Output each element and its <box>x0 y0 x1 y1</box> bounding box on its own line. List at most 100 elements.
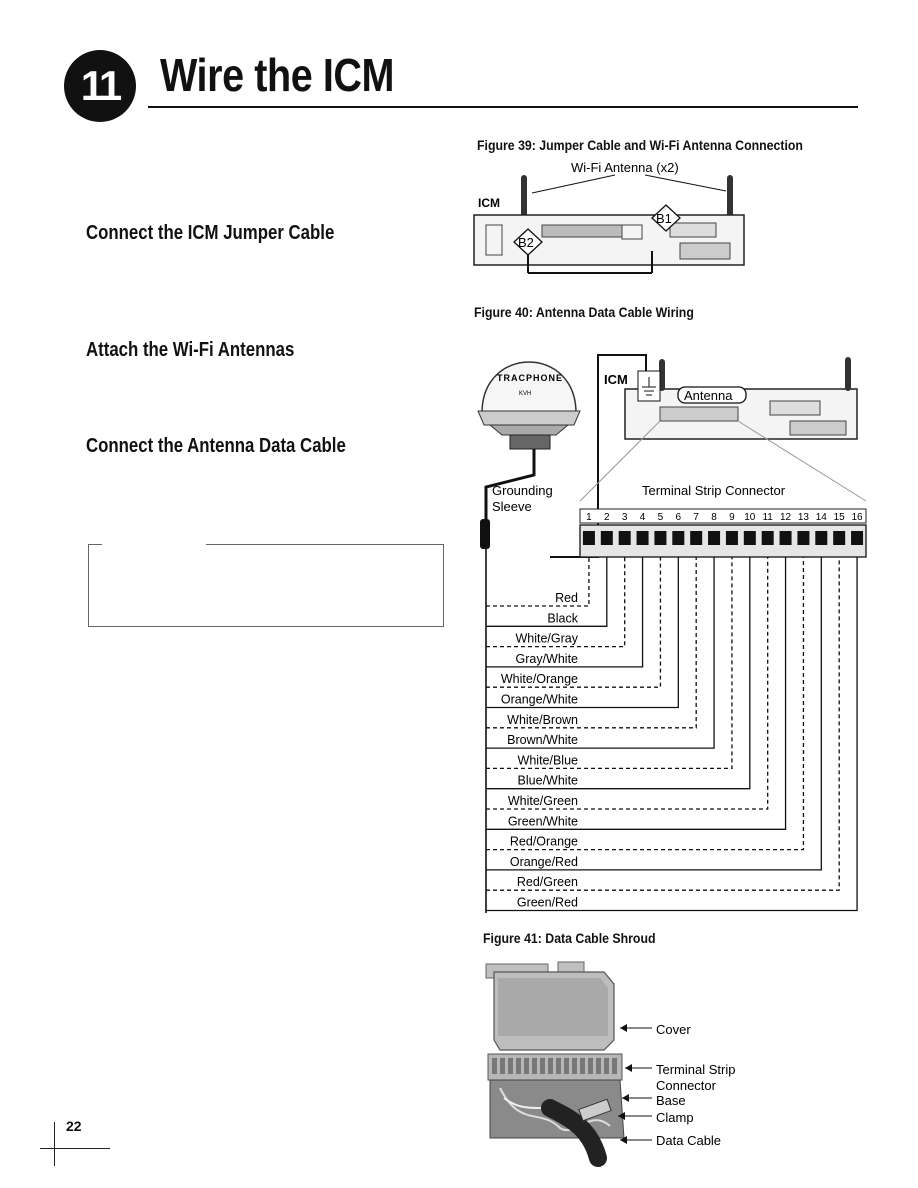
callout-base: Base <box>656 1093 686 1108</box>
wire-line <box>486 557 733 770</box>
photo-terminal-slot <box>572 1058 577 1074</box>
heading-connect-data-cable: Connect the Antenna Data Cable <box>86 435 346 457</box>
wire-color-label: White/Blue <box>518 753 578 767</box>
photo-terminal-slot <box>564 1058 569 1074</box>
terminal-strip-label: Terminal Strip Connector <box>642 483 786 498</box>
wire-line <box>486 557 840 891</box>
antenna-callout-label: Antenna <box>684 388 733 403</box>
terminal-pin <box>618 531 631 545</box>
terminal-pin <box>779 531 792 545</box>
heading-attach-antennas: Attach the Wi-Fi Antennas <box>86 339 295 361</box>
pin-number: 2 <box>604 512 610 523</box>
note-box-top-right <box>206 544 443 545</box>
wire-color-label: Red/Orange <box>510 835 578 849</box>
photo-terminal-slot <box>516 1058 521 1074</box>
terminal-pin <box>815 531 828 545</box>
wifi-antenna-right <box>727 175 733 227</box>
crop-mark-horizontal <box>40 1148 110 1149</box>
chapter-number-badge: 11 <box>64 50 136 122</box>
callout-data-cable: Data Cable <box>656 1133 721 1148</box>
wire-line <box>486 557 679 709</box>
chapter-title: Wire the ICM <box>160 49 395 101</box>
pin-number: 4 <box>640 512 646 523</box>
wire-color-label: Green/Red <box>517 896 578 910</box>
pin-number: 5 <box>658 512 664 523</box>
terminal-pin <box>654 531 667 545</box>
figure41-caption: Figure 41: Data Cable Shroud <box>483 930 656 946</box>
photo-terminal-slot <box>540 1058 545 1074</box>
cable-clamp <box>578 1098 612 1122</box>
dome-brand: TRACPHONE <box>497 373 563 383</box>
terminal-pin <box>761 531 774 545</box>
wire-line <box>486 557 662 688</box>
wire-color-label: Red <box>555 591 578 605</box>
icm-label: ICM <box>478 196 500 210</box>
photo-terminal-slot <box>492 1058 497 1074</box>
pin-number: 6 <box>676 512 682 523</box>
wire-color-label: Green/White <box>508 814 578 828</box>
terminal-pin <box>725 531 738 545</box>
pin-number: 7 <box>693 512 699 523</box>
wire-color-label: White/Gray <box>515 632 578 646</box>
terminal-pin <box>797 531 810 545</box>
heading-connect-jumper: Connect the ICM Jumper Cable <box>86 222 335 244</box>
grounding-sleeve <box>480 519 490 549</box>
page-number: 22 <box>66 1118 82 1134</box>
pin-number-row <box>579 508 867 524</box>
grounding-label-line1: Grounding <box>492 483 553 498</box>
note-box-top-left <box>88 544 102 545</box>
title-rule <box>148 106 858 108</box>
wire-line <box>486 557 715 749</box>
b1-label: B1 <box>656 211 672 226</box>
pin-number: 3 <box>622 512 628 523</box>
photo-terminal-slot <box>580 1058 585 1074</box>
callout-cover: Cover <box>656 1022 691 1037</box>
terminal-pin <box>582 531 595 545</box>
wire-line <box>486 557 590 607</box>
wifi-antenna-left <box>521 175 527 227</box>
wire-line <box>486 557 822 871</box>
wire-line <box>486 557 769 810</box>
pin-number: 12 <box>780 512 792 523</box>
dome-sub: KVH <box>519 391 531 397</box>
b2-marker <box>513 228 543 256</box>
wire-color-label: White/Orange <box>501 672 578 686</box>
wire-color-label: Red/Green <box>517 875 578 889</box>
icm-label: ICM <box>604 372 628 387</box>
photo-terminal-slot <box>508 1058 513 1074</box>
terminal-pin <box>600 531 613 545</box>
wire-line <box>486 557 697 729</box>
figure39-diagram: Wi-Fi Antenna (x2) ICM B1 B2 <box>473 160 745 274</box>
pin-number: 15 <box>834 512 846 523</box>
callout-clamp: Clamp <box>656 1110 694 1125</box>
terminal-pin <box>672 531 685 545</box>
crop-mark-vertical <box>54 1122 55 1166</box>
pin-number: 13 <box>798 512 810 523</box>
figure40-caption: Figure 40: Antenna Data Cable Wiring <box>474 304 694 320</box>
wire-line <box>486 557 805 851</box>
terminal-pin <box>708 531 721 545</box>
wifi-antenna-label: Wi-Fi Antenna (x2) <box>571 160 679 175</box>
photo-terminal-slot <box>500 1058 505 1074</box>
pin-number: 9 <box>729 512 735 523</box>
pin-number: 11 <box>762 512 773 523</box>
wire-line <box>486 557 644 668</box>
terminal-pin <box>833 531 846 545</box>
callout-connector: Connector <box>656 1078 717 1093</box>
tracphone-dome <box>481 361 577 414</box>
photo-terminal-slot <box>556 1058 561 1074</box>
b2-label: B2 <box>518 235 534 250</box>
terminal-pins <box>582 531 864 545</box>
wire-color-label: Orange/White <box>501 693 578 707</box>
photo-terminal-slot <box>596 1058 601 1074</box>
photo-terminal-slot <box>612 1058 617 1074</box>
data-cable <box>541 1099 607 1167</box>
terminal-pin <box>636 531 649 545</box>
note-box <box>88 544 444 627</box>
wire-line <box>486 557 626 648</box>
wire-line <box>486 557 858 912</box>
photo-terminal-slot <box>548 1058 553 1074</box>
wire-color-label: Gray/White <box>515 652 578 666</box>
wire-color-label: White/Brown <box>507 713 578 727</box>
